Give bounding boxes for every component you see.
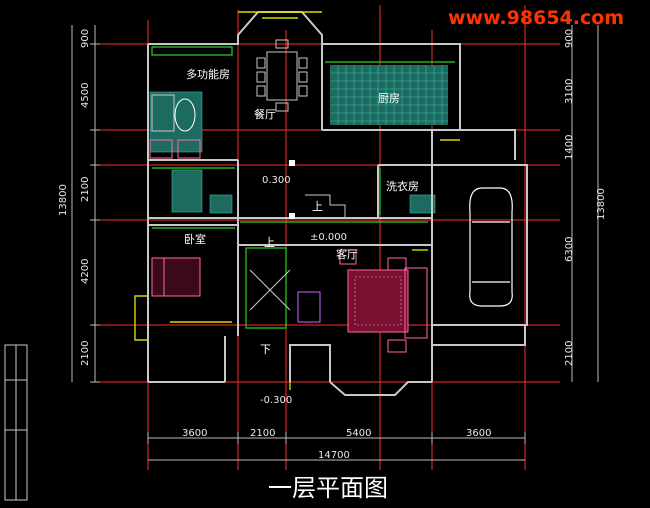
stair-label-up-1: 上 [312,200,323,213]
stairs [249,194,360,323]
room-label-kitchen: 厨房 [378,92,400,105]
dim-bottom-2: 2100 [250,428,275,439]
stair-label-up-2: 上 [264,236,275,249]
room-label-laundry: 洗衣房 [386,179,419,193]
bedroom-furniture [151,257,201,297]
dim-left-3: 2100 [80,177,91,202]
dim-right-4: 6300 [564,237,575,262]
multi-room-furniture [149,94,201,159]
watermark: www.98654.com [448,7,624,29]
living-carpet [347,269,409,333]
green-accents [151,46,455,329]
dim-right-2: 3100 [564,79,575,104]
stair-label-down: 下 [260,343,271,356]
garage [431,129,528,346]
room-label-dining: 餐厅 [254,107,276,121]
room-label-bedroom: 卧室 [184,232,206,246]
kitchen-tiles [330,65,448,125]
dim-right-total: 13800 [596,188,607,220]
dimension-lines [71,25,599,461]
dining-table [256,39,308,112]
level-markers [289,160,295,219]
dim-bottom-4: 3600 [466,428,491,439]
living-sofas [339,249,428,353]
dim-right-1: 900 [564,29,575,48]
room-label-living: 客厅 [336,247,358,261]
dim-left-5: 2100 [80,341,91,366]
dim-left-4: 4200 [80,259,91,284]
dim-right-3: 1400 [564,135,575,160]
dim-bottom-1: 3600 [182,428,207,439]
level-main: ±0.000 [310,232,347,243]
car-icon [469,187,513,307]
bath-tiles [149,91,436,214]
level-upper: 0.300 [262,175,291,186]
level-lower: -0.300 [260,395,292,406]
dim-left-total: 13800 [58,184,69,216]
dim-bottom-total: 14700 [318,450,350,461]
drawing-title: 一层平面图 [268,474,388,502]
yellow-windows [134,11,460,390]
dim-bottom-3: 5400 [346,428,371,439]
dim-left-1: 900 [80,29,91,48]
dim-right-5: 2100 [564,341,575,366]
dim-left-2: 4500 [80,83,91,108]
room-label-multi: 多功能房 [186,67,230,81]
title-block [4,344,28,501]
